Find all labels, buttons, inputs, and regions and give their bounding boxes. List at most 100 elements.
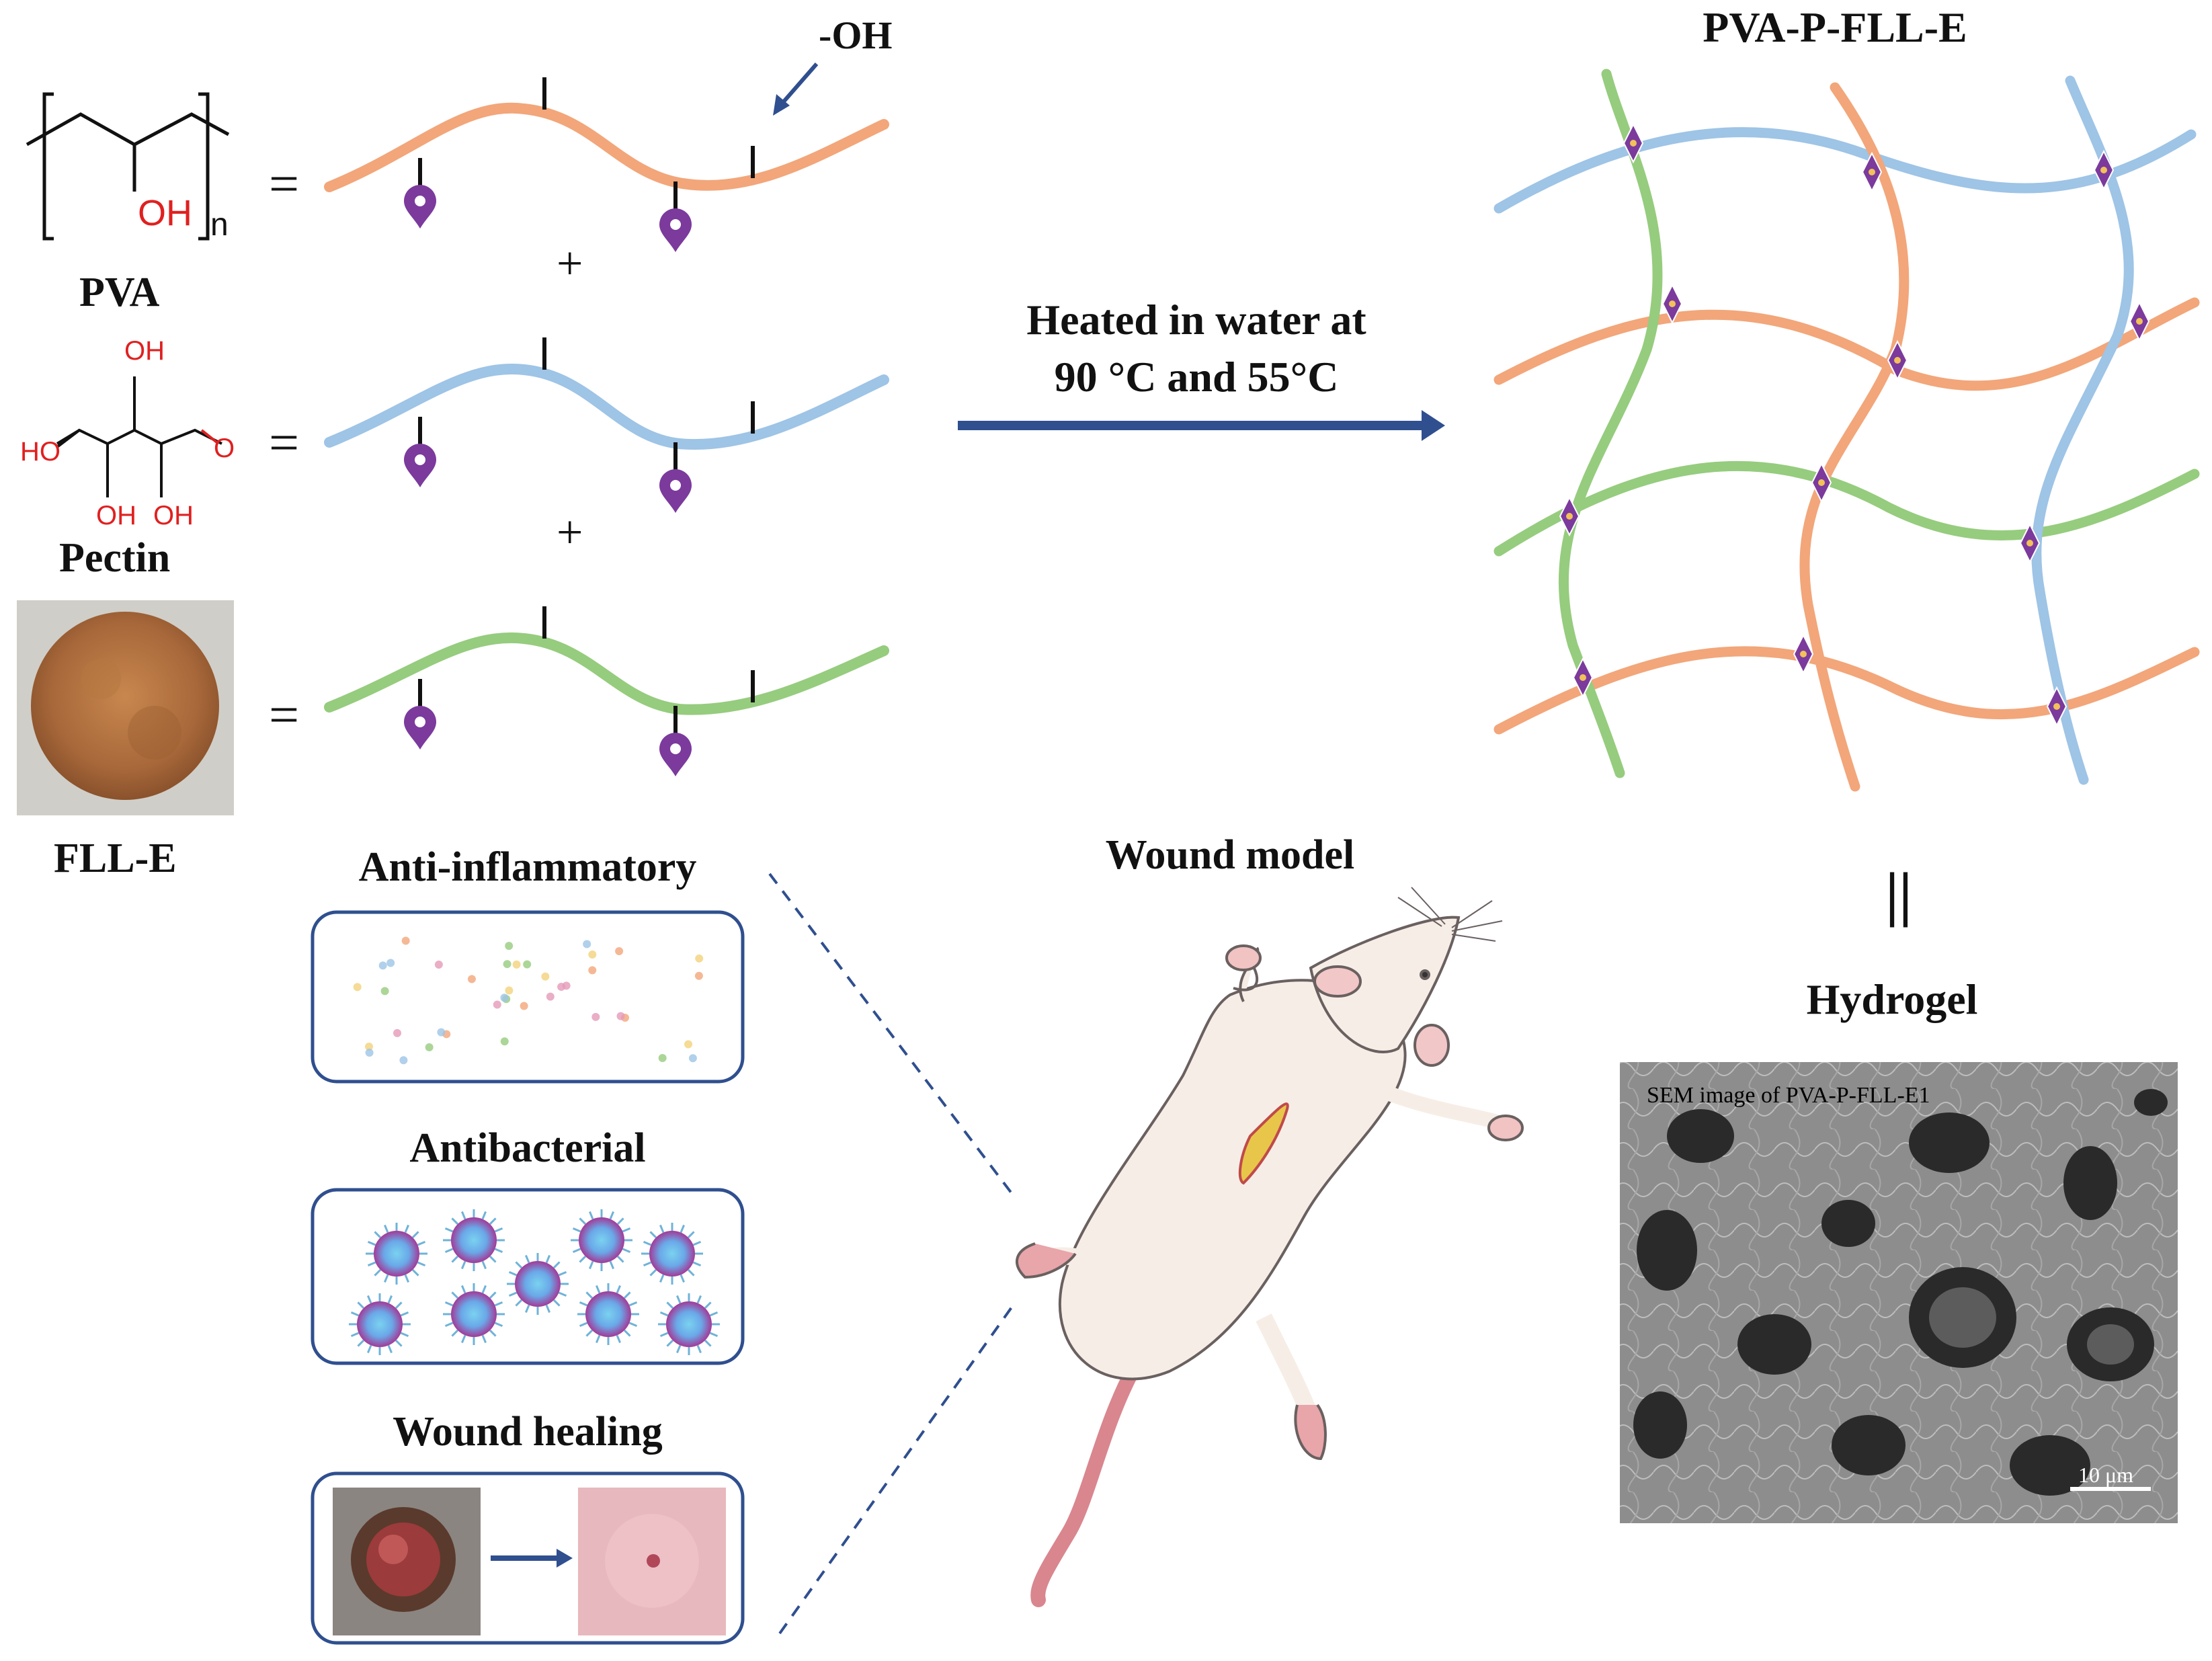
cytokine-dot [505, 986, 514, 995]
hydroxyl-pin-icon [737, 130, 769, 249]
cytokine-dot [616, 1012, 625, 1020]
cytokine-dot [694, 971, 703, 980]
cytokine-dot [393, 1028, 402, 1037]
cytokine-dot [380, 987, 389, 996]
oh-callout-label: -OH [819, 13, 893, 57]
pectin-oh-b2: OH [153, 501, 194, 530]
cytokine-dot [467, 975, 476, 983]
cytokine-dot [425, 1043, 434, 1051]
bacterium-icon [507, 1253, 569, 1315]
sem-image: SEM image of PVA-P-FLL-E1 10 μm [1620, 1062, 2178, 1523]
cytokine-dot [434, 960, 443, 969]
bacterium-icon [443, 1283, 505, 1345]
pva-oh-label: OH [138, 193, 192, 233]
bacterium-icon [658, 1293, 720, 1355]
oh-callout-arrow-icon [773, 63, 819, 116]
cytokine-dot [365, 1048, 374, 1057]
wound-healing-title: Wound healing [393, 1409, 662, 1455]
hydroxyl-pin-icon [404, 679, 436, 750]
flle-equals: = [269, 686, 299, 745]
hydroxyl-pin-icon [737, 385, 769, 504]
flle-chain [324, 632, 889, 715]
cytokine-dot [364, 1042, 373, 1051]
plus-sign: + [557, 507, 583, 559]
cytokine-dot [505, 942, 514, 950]
pectin-structure: OH HO OH OH O [20, 336, 235, 530]
cytokine-dot [695, 954, 704, 963]
flle-powder-photo [17, 600, 234, 815]
cytokine-dot [353, 983, 362, 991]
cytokine-dot [684, 1040, 693, 1049]
sem-scale-label: 10 μm [2078, 1463, 2133, 1487]
hydrogel-network [1493, 69, 2200, 792]
cytokine-dot [658, 1053, 667, 1062]
cytokine-dots [353, 936, 704, 1065]
wound-after-photo [578, 1488, 726, 1635]
bacteria-group [349, 1209, 720, 1355]
cytokine-dot [401, 936, 410, 945]
anti-inflammatory-panel [311, 910, 745, 1084]
cytokine-dot [386, 959, 395, 967]
bacterium-icon [366, 1223, 427, 1285]
connector-dashed-line [768, 873, 1013, 1194]
pectin-equals: = [269, 413, 299, 473]
hydroxyl-pin-icon [659, 706, 692, 776]
bacterium-icon [571, 1209, 632, 1271]
pectin-chain [324, 364, 889, 450]
cytokine-dot [520, 1002, 528, 1010]
flle-label: FLL-E [54, 836, 177, 881]
bacterium-icon [641, 1223, 703, 1285]
pva-label: PVA [79, 270, 160, 315]
cytokine-dot [500, 1037, 509, 1046]
hydrogel-label: Hydrogel [1807, 975, 1978, 1023]
cytokine-dot [588, 950, 597, 959]
pectin-oh-b1: OH [96, 501, 136, 530]
heated-condition-line1: Heated in water at [1026, 296, 1366, 343]
bacterium-icon [577, 1283, 639, 1345]
hydroxyl-pin-icon [404, 417, 436, 487]
bacterium-icon [349, 1293, 411, 1355]
cytokine-dot [562, 981, 571, 990]
connector-dashed-line [778, 1306, 1013, 1635]
hydroxyl-pin-icon [659, 181, 692, 252]
pva-equals: = [269, 155, 299, 214]
cytokine-dot [583, 940, 591, 948]
cytokine-dot [399, 1056, 408, 1065]
reaction-arrow-icon [958, 410, 1445, 441]
pectin-o: O [214, 434, 235, 463]
pectin-label: Pectin [59, 535, 170, 581]
equivalence-sign: || [1885, 861, 1912, 928]
cytokine-dot [541, 972, 550, 981]
product-title: PVA-P-FLL-E [1703, 3, 1967, 51]
cytokine-dot [588, 966, 597, 975]
hydroxyl-pin-icon [659, 442, 692, 513]
cytokine-dot [688, 1054, 697, 1063]
hydroxyl-pin-icon [404, 158, 436, 229]
rat-illustration [1016, 887, 1524, 1607]
antibacterial-title: Antibacterial [409, 1125, 645, 1171]
cytokine-dot [503, 960, 511, 969]
anti-inflammatory-title: Anti-inflammatory [359, 844, 697, 890]
cytokine-dot [378, 961, 387, 970]
pectin-oh-top: OH [124, 336, 165, 366]
hydroxyl-pin-icon [737, 654, 769, 773]
plus-sign: + [557, 238, 583, 290]
sem-caption: SEM image of PVA-P-FLL-E1 [1647, 1083, 1930, 1108]
pva-structure: OH n [26, 92, 230, 243]
bacterium-icon [443, 1209, 505, 1271]
pva-chain [324, 102, 889, 192]
cytokine-dot [437, 1028, 446, 1037]
pva-n-label: n [210, 207, 229, 243]
cytokine-dot [615, 947, 624, 956]
wound-model-title: Wound model [1106, 832, 1354, 878]
wound-before-photo [333, 1488, 481, 1635]
heated-condition-line2: 90 °C and 55°C [1055, 353, 1339, 401]
cytokine-dot [591, 1012, 600, 1021]
cytokine-dot [493, 1000, 501, 1009]
healing-arrow-icon [491, 1549, 573, 1568]
cytokine-dot [512, 960, 521, 969]
cytokine-dot [500, 994, 509, 1002]
cytokine-dot [523, 960, 532, 969]
